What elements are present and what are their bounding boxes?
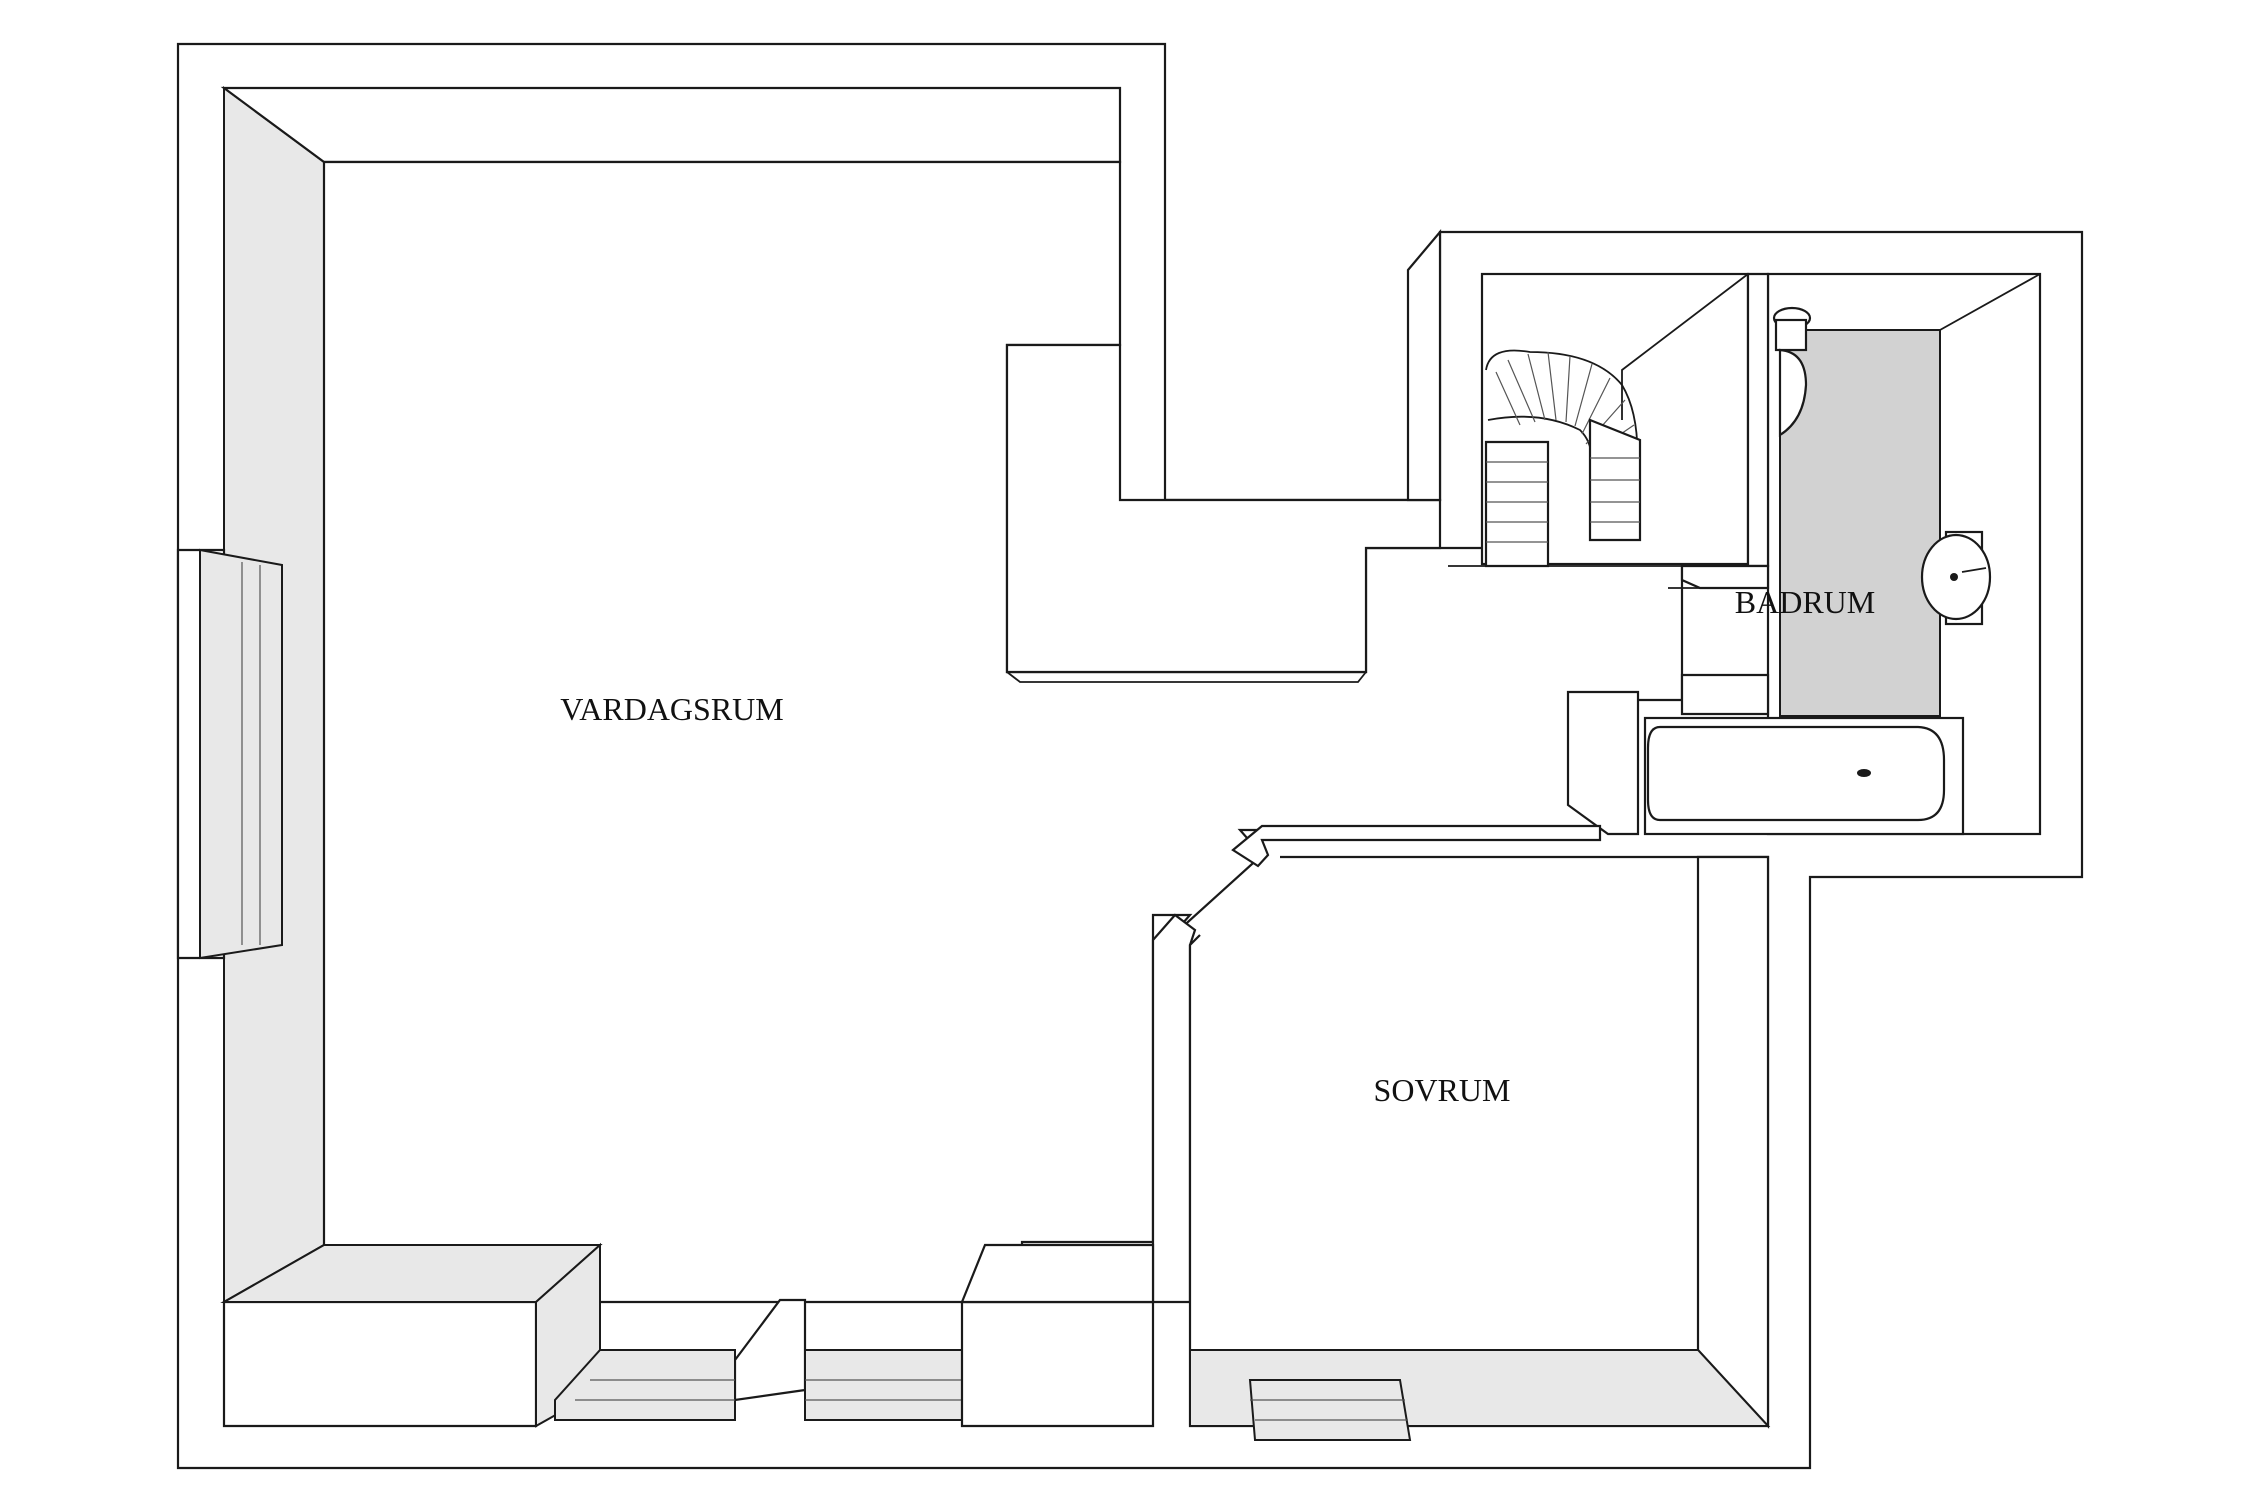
door-wall-end [1231, 824, 1602, 868]
living-room-notch-wall [1005, 343, 1442, 674]
room-label-bathroom: BADRUM [1735, 584, 1875, 620]
sink-icon [1920, 530, 1992, 626]
room-label-bedroom: SOVRUM [1374, 1072, 1511, 1108]
sink-faucet [1961, 567, 1987, 573]
sink-drain [1950, 573, 1958, 581]
stair-stub-wall [1406, 228, 1442, 502]
window-1-lines [575, 1379, 735, 1401]
bedroom-floor [1188, 855, 1770, 1428]
bathroom-door-jamb-top [1680, 564, 1770, 590]
west-window [176, 548, 283, 960]
window-2-lines [805, 1379, 962, 1401]
south-radiator-right-top [960, 1243, 1155, 1304]
stair-outer-arc [1485, 349, 1639, 469]
bathtub-icon [1566, 690, 1965, 836]
toilet-seat-back [1774, 318, 1808, 352]
window-sill-2 [804, 1349, 963, 1421]
living-room-south-wall [220, 1242, 1412, 1441]
toilet-icon [1772, 306, 1812, 437]
west-window-lines [241, 562, 261, 945]
bathtub-basin [1646, 725, 1946, 822]
bathroom-floor [1779, 329, 1941, 717]
toilet-bowl [1778, 348, 1808, 437]
window-3-lines [1250, 1399, 1408, 1421]
window-sill-3 [1248, 1379, 1412, 1441]
stair-lower-run-treads [1486, 461, 1548, 543]
spiral-staircase [1448, 349, 1701, 589]
stair-lower-run-left [1484, 440, 1550, 568]
room-label-living-room: VARDAGSRUM [560, 691, 783, 727]
south-radiator-left [222, 1300, 538, 1428]
bathroom [1566, 272, 2042, 836]
south-radiator-right [960, 1300, 1155, 1428]
notch-wall-bottom-edge [1006, 671, 1367, 683]
stairwell [1406, 228, 1750, 589]
bathtub-wall-block [1566, 690, 1640, 836]
window-sill-1 [554, 1349, 736, 1421]
bathroom-door-jamb-bottom [1680, 673, 1770, 716]
partition-wall [1151, 913, 1197, 1304]
west-window-recess [199, 548, 283, 960]
bedroom [1151, 824, 1771, 1429]
bedroom-right-wall-face [1696, 855, 1770, 1429]
stair-lower-run-right-treads [1590, 457, 1640, 523]
bathroom-partition-wall [1746, 272, 1770, 568]
bathtub-drain [1857, 769, 1871, 777]
living-room-top-wall-face [220, 86, 1122, 164]
